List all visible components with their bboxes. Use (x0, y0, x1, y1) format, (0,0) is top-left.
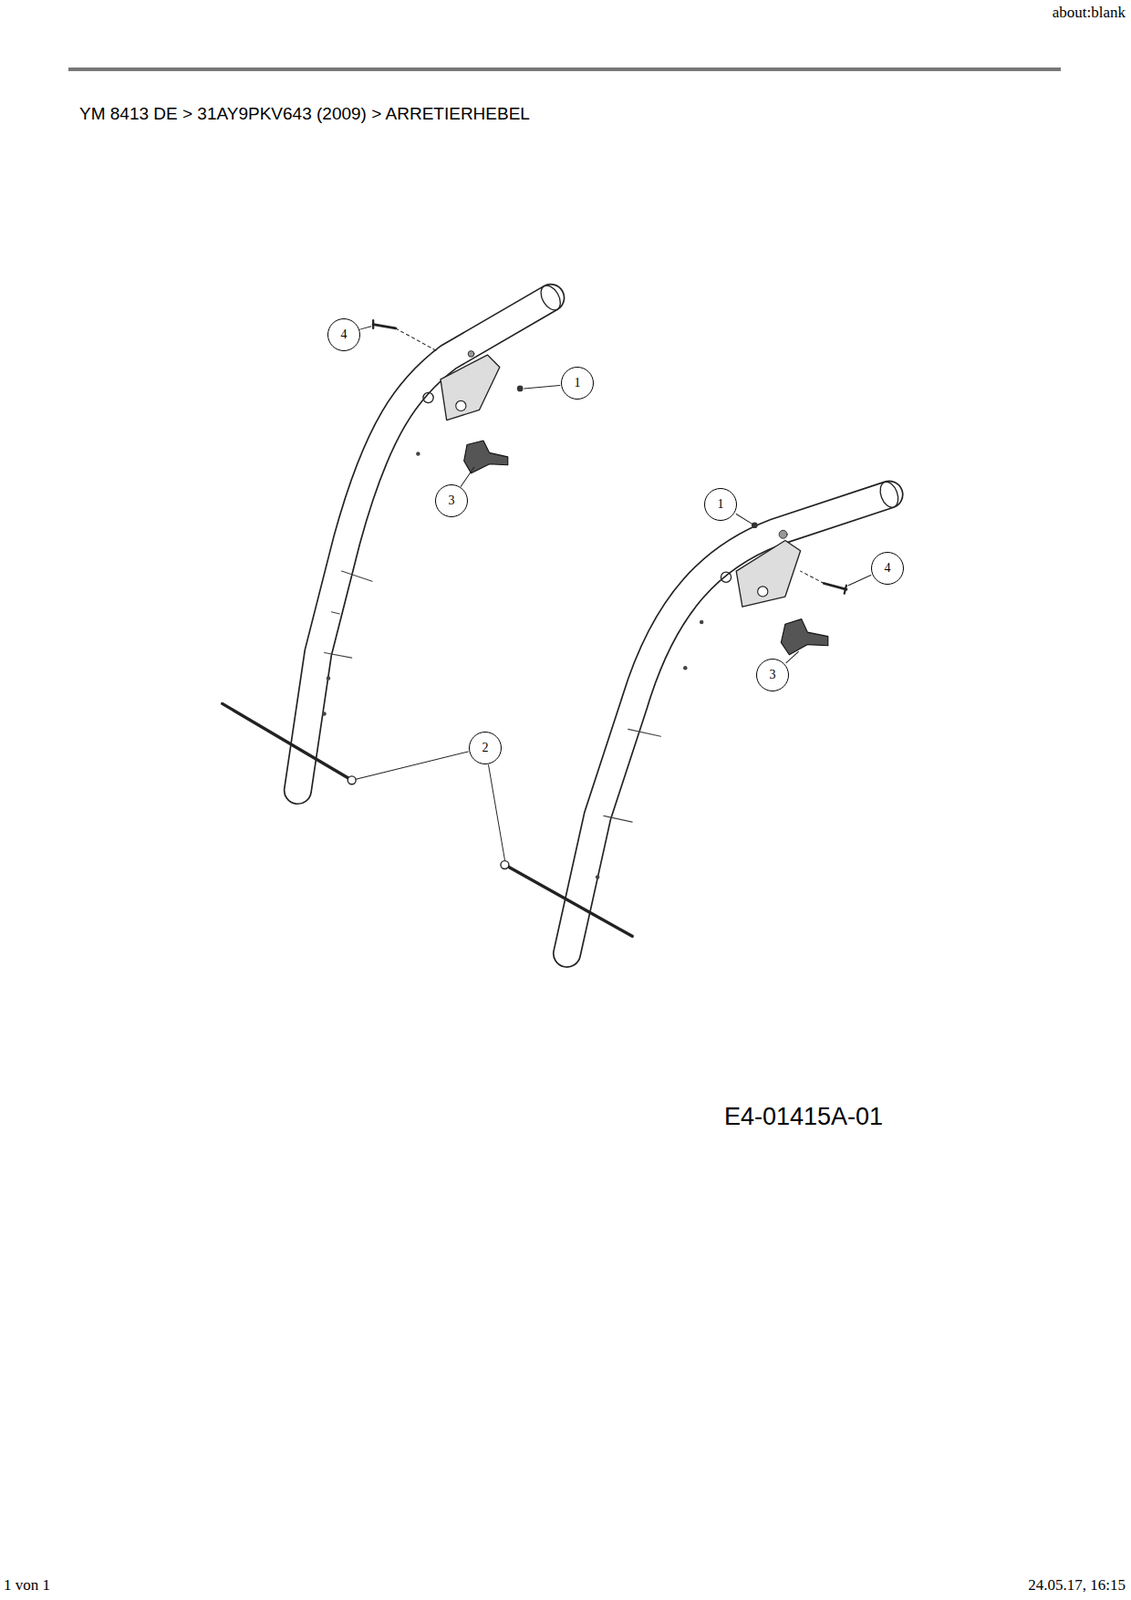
page-count: 1 von 1 (3, 1576, 51, 1595)
header-rule (68, 67, 1061, 72)
breadcrumb-title: YM 8413 DE > 31AY9PKV643 (2009) > ARRETI… (79, 103, 530, 125)
bracket-plate (440, 351, 500, 421)
callout-number: 3 (756, 658, 789, 692)
lock-lever (780, 619, 828, 655)
rod (222, 703, 353, 780)
print-date: 24.05.17, 16:15 (1027, 1576, 1126, 1595)
callout-number: 1 (560, 366, 594, 400)
screw (751, 521, 758, 529)
handle-tube (297, 281, 564, 790)
callout-number: 1 (704, 487, 737, 521)
rod (504, 864, 633, 936)
callout-text: 2 (482, 741, 489, 755)
drawing-number: E4-01415A-01 (724, 1102, 883, 1131)
bracket-plate (736, 529, 800, 607)
callout-text: 1 (717, 498, 725, 511)
screw (517, 385, 524, 393)
callout-text: 3 (448, 494, 456, 508)
callout-text: 1 (574, 376, 582, 390)
callout-text: 3 (769, 668, 777, 682)
callout-text: 4 (884, 561, 892, 575)
callout-number: 3 (435, 484, 468, 518)
pin (373, 320, 396, 329)
pin (823, 582, 847, 593)
lock-lever (464, 440, 509, 474)
callout-text: 4 (341, 328, 348, 342)
browser-url: about:blank (1052, 3, 1126, 22)
callout-number: 4 (327, 318, 361, 352)
leader-line (355, 326, 872, 861)
callout-number: 4 (871, 551, 904, 585)
handle-tube (567, 479, 903, 955)
callout-number: 2 (468, 731, 502, 765)
